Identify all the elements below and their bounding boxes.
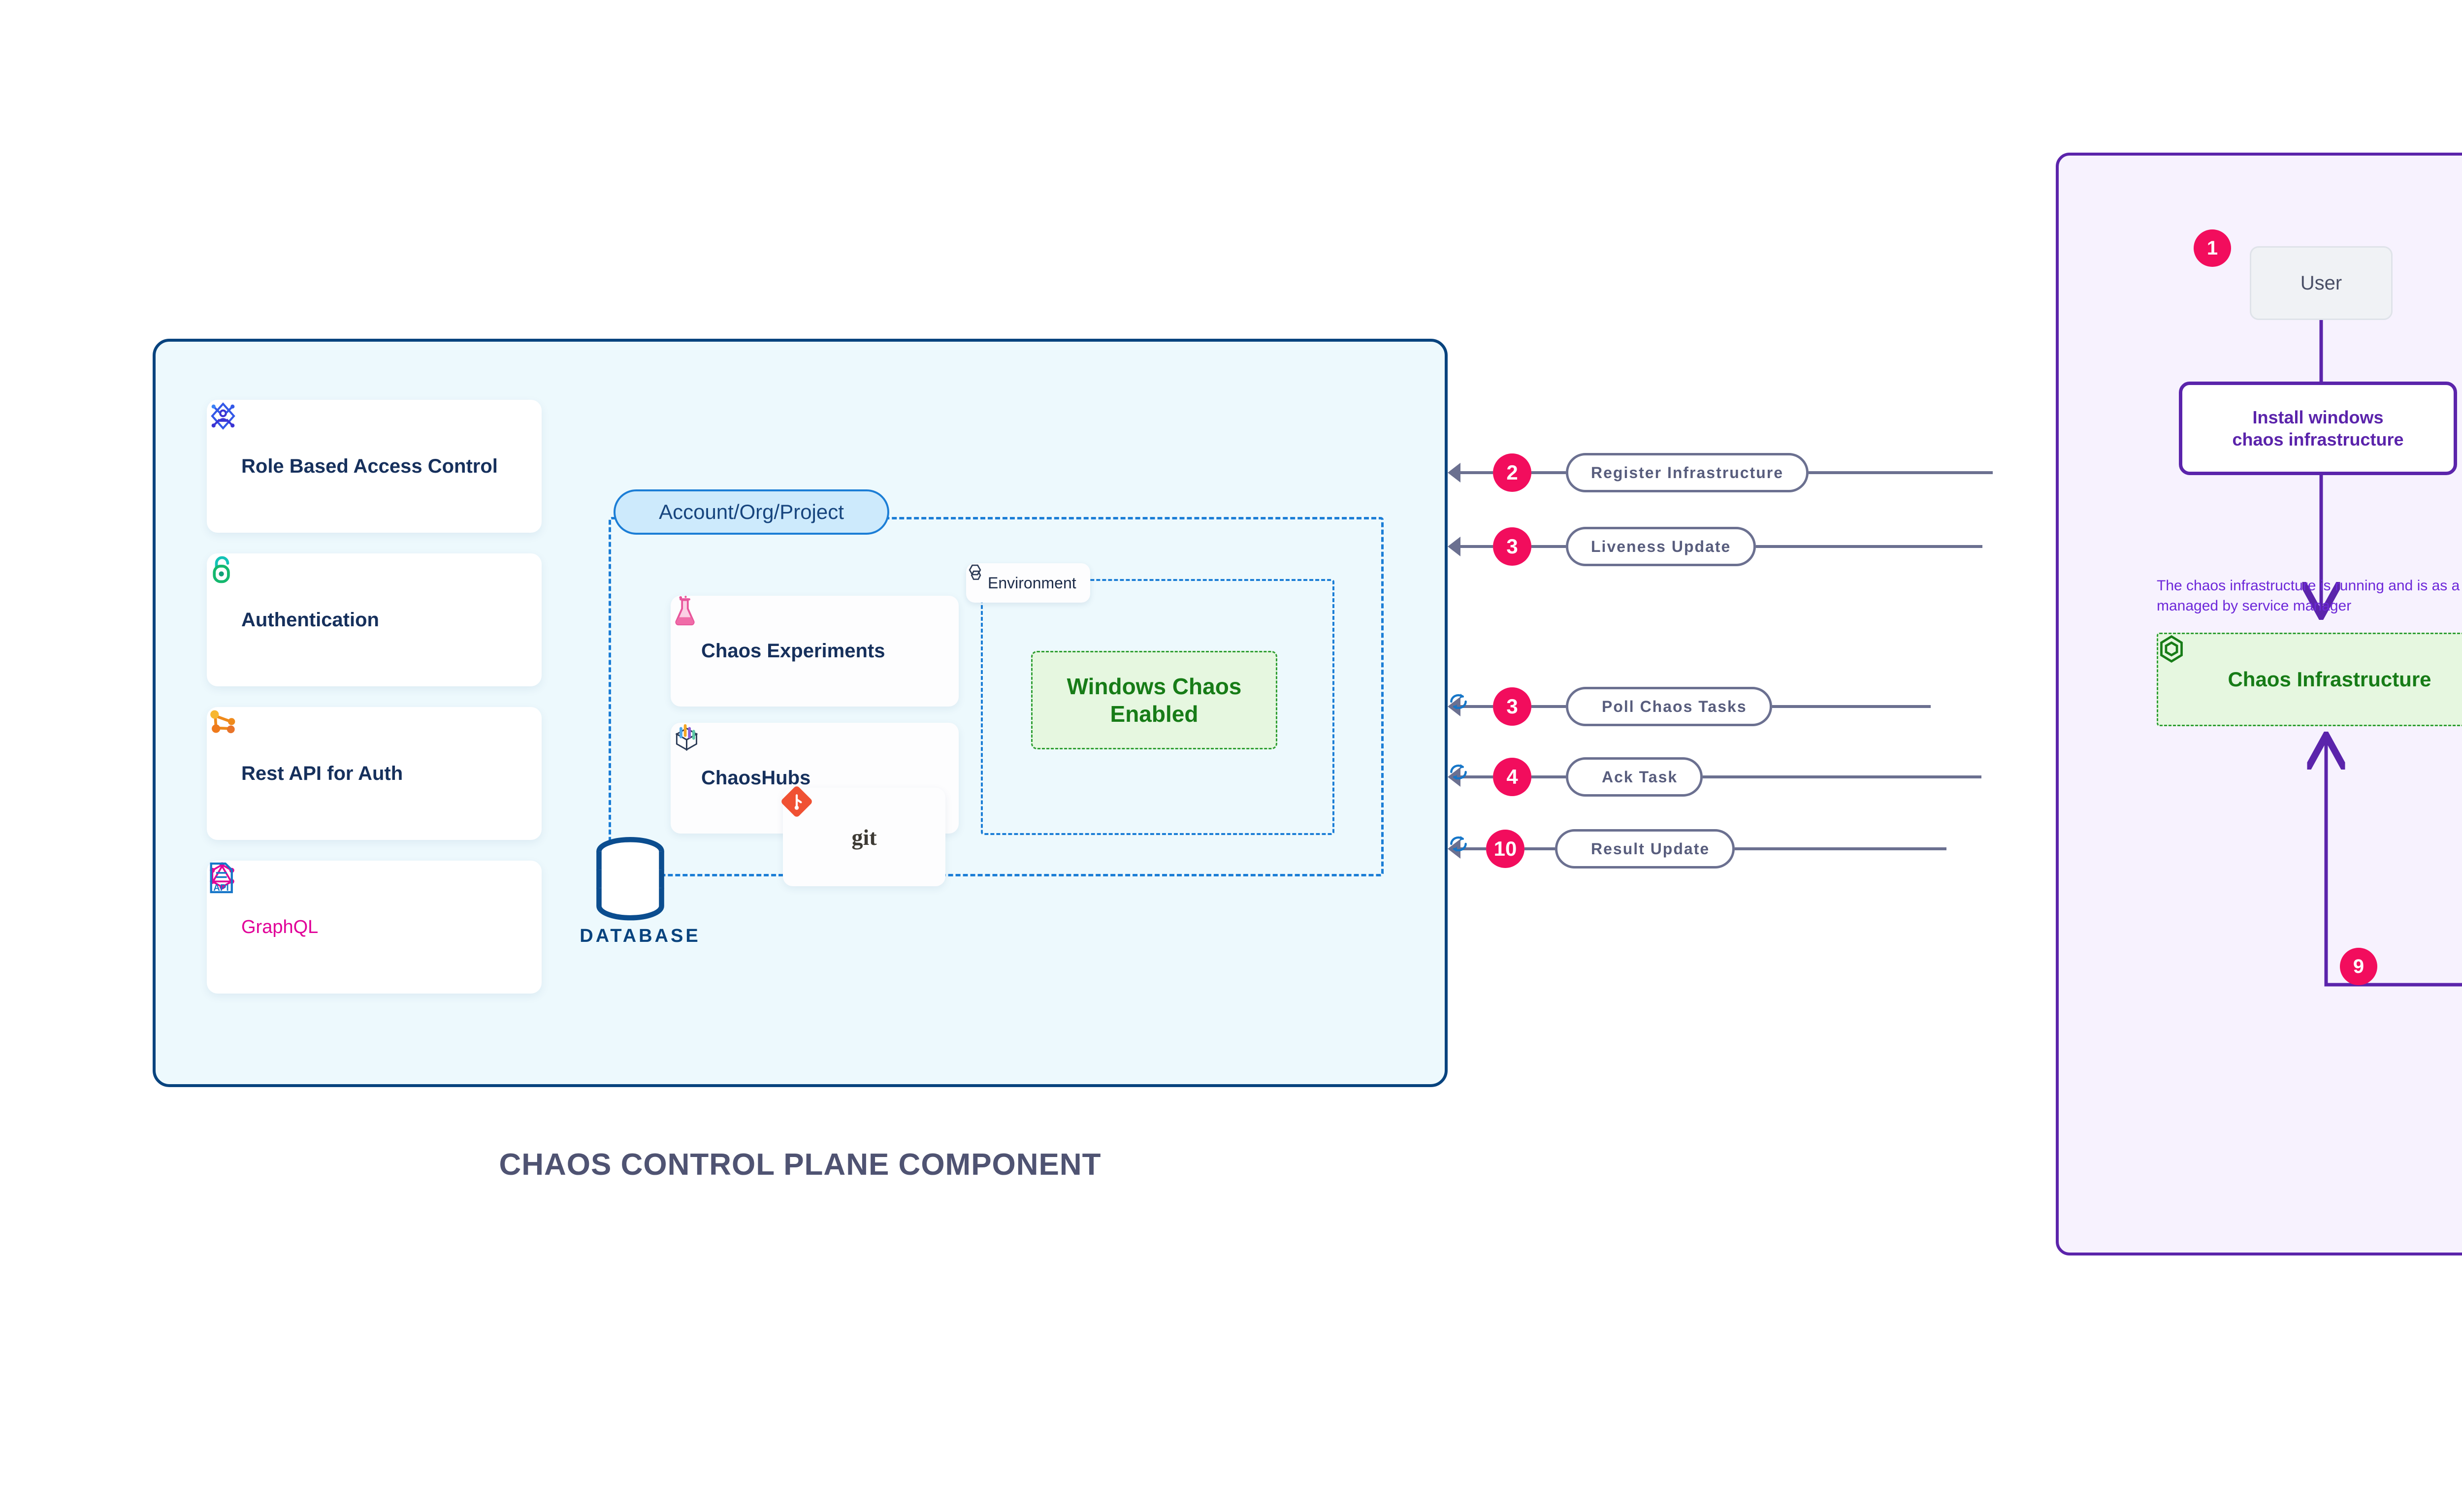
arrow-left-icon bbox=[1448, 463, 1460, 483]
control-plane-caption: CHAOS CONTROL PLANE COMPONENT bbox=[499, 1148, 1101, 1182]
feature-label: Authentication bbox=[241, 609, 379, 631]
node-install-windows-chaos-infrastructure[interactable]: Install windows chaos infrastructure bbox=[2179, 382, 2457, 475]
annotation-infra-note: The chaos infrastructure is running and … bbox=[2157, 578, 2462, 614]
sub-card-chaos-experiments[interactable]: Chaos Experiments bbox=[671, 596, 959, 707]
feature-label: Rest API for Auth bbox=[241, 762, 403, 784]
connector-pill-liveness-update[interactable]: Liveness Update bbox=[1566, 527, 1756, 566]
environment-chip[interactable]: Environment bbox=[966, 563, 1090, 603]
environment-label: Environment bbox=[988, 574, 1076, 592]
feature-label: GraphQL bbox=[241, 916, 319, 937]
feature-card-graphql[interactable]: GraphQL API bbox=[207, 861, 542, 994]
step-badge-9: 9 bbox=[2340, 948, 2377, 985]
node-user[interactable]: User bbox=[2250, 246, 2393, 320]
node-chaos-infrastructure[interactable]: Chaos Infrastructure bbox=[2157, 633, 2462, 726]
connector-pill-ack-task[interactable]: Ack Task bbox=[1450, 757, 1703, 797]
connector-label: Ack Task bbox=[1602, 768, 1678, 786]
feature-card-rbac[interactable]: Role Based Access Control bbox=[207, 400, 542, 533]
step-badge: 3 bbox=[1493, 687, 1531, 726]
step-badge: 4 bbox=[1493, 758, 1531, 796]
connector-row-result-update: 10 Result Update bbox=[1448, 829, 1947, 869]
step-badge: 10 bbox=[1486, 830, 1524, 868]
feature-card-rest-api[interactable]: Rest API for Auth bbox=[207, 707, 542, 840]
database-label: DATABASE bbox=[580, 926, 701, 946]
connector-label: Poll Chaos Tasks bbox=[1602, 697, 1747, 715]
git-label: git bbox=[851, 824, 877, 850]
environment-region bbox=[981, 579, 1334, 835]
connector-row-poll-chaos-tasks: 3 Poll Chaos Tasks bbox=[1448, 687, 1931, 726]
sub-card-label: Chaos Experiments bbox=[701, 640, 885, 662]
windows-chaos-status: Windows Chaos Enabled bbox=[1031, 651, 1277, 749]
sub-card-git[interactable]: git bbox=[781, 786, 945, 886]
connector-pill-poll-chaos-tasks[interactable]: Poll Chaos Tasks bbox=[1450, 687, 1772, 726]
feature-card-authentication[interactable]: Authentication bbox=[207, 553, 542, 686]
account-org-project-chip[interactable]: Account/Org/Project bbox=[614, 489, 889, 535]
svg-text:API: API bbox=[213, 882, 228, 893]
arrow-left-icon bbox=[1448, 697, 1460, 716]
git-icon: git bbox=[781, 786, 877, 850]
connector-pill-result-update[interactable]: Result Update bbox=[1450, 829, 1735, 869]
arrow-left-icon bbox=[1448, 767, 1460, 787]
connector-row-register-infrastructure: 2 Register Infrastructure bbox=[1448, 453, 1993, 492]
connector-pill-register-infrastructure[interactable]: Register Infrastructure bbox=[1566, 453, 1809, 492]
step-badge: 2 bbox=[1493, 453, 1531, 492]
step-badge-1: 1 bbox=[2194, 229, 2231, 267]
node-label: Chaos Infrastructure bbox=[2228, 667, 2431, 691]
execution-plane-caption: CHAOS EXECUTION PLANE COMPONENT bbox=[2056, 1315, 2462, 1350]
arrow-left-icon bbox=[1448, 537, 1460, 556]
connector-label: Result Update bbox=[1591, 839, 1710, 858]
connector-row-liveness-update: 3 Liveness Update bbox=[1448, 527, 1983, 566]
sub-card-label: ChaosHubs bbox=[701, 767, 811, 789]
arrow-left-icon bbox=[1448, 839, 1460, 859]
connector-label: Liveness Update bbox=[1591, 537, 1731, 555]
account-org-project-region bbox=[609, 517, 1384, 876]
step-badge: 3 bbox=[1493, 527, 1531, 566]
feature-label: Role Based Access Control bbox=[241, 455, 498, 477]
node-label: Install windows chaos infrastructure bbox=[2232, 407, 2404, 450]
connector-label: Register Infrastructure bbox=[1591, 463, 1783, 482]
connector-row-ack-task: 4 Ack Task bbox=[1448, 757, 1982, 797]
